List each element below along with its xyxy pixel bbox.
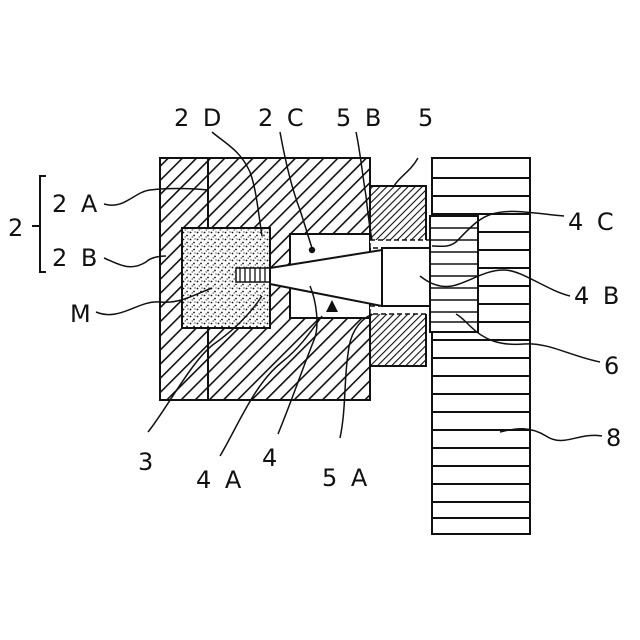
bracket-2: [40, 176, 46, 272]
block-5-bottom: [370, 312, 426, 366]
label-2d: 2 D: [174, 104, 224, 132]
seal-5a: [370, 306, 430, 314]
label-4b: 4 B: [574, 282, 622, 310]
label-4: 4: [262, 444, 280, 472]
label-2a: 2 A: [52, 190, 100, 218]
label-5: 5: [418, 104, 436, 132]
label-4c: 4 C: [568, 208, 617, 236]
label-3: 3: [138, 448, 156, 476]
label-5a: 5 A: [322, 464, 370, 492]
label-2c: 2 C: [258, 104, 307, 132]
label-6: 6: [604, 352, 622, 380]
label-2b: 2 B: [52, 244, 100, 272]
part-6: [430, 216, 478, 332]
label-4a: 4 A: [196, 466, 244, 494]
label-m: M: [70, 300, 94, 328]
label-2: 2: [8, 214, 26, 242]
label-5b: 5 B: [336, 104, 384, 132]
label-8: 8: [606, 424, 624, 452]
block-5-top: [370, 186, 426, 242]
seal-5b: [370, 240, 430, 248]
plunger-4b: [382, 248, 430, 306]
